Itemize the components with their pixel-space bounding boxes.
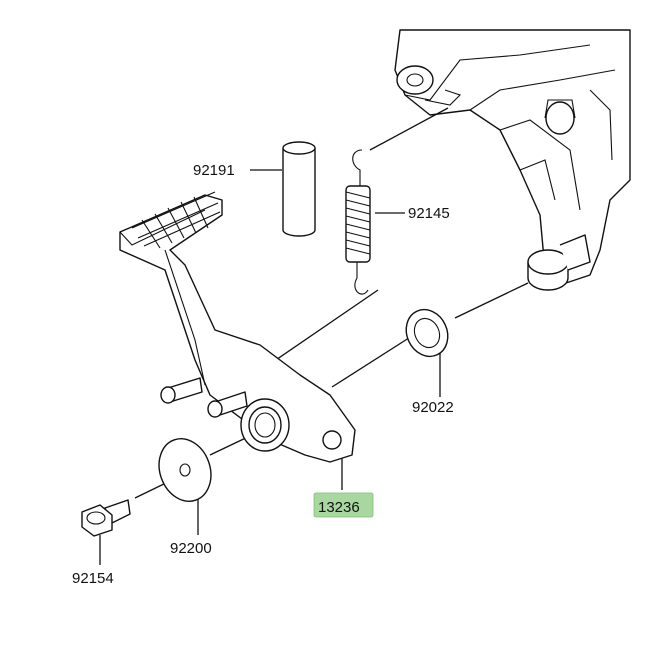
part-labels: 92191 92145 92022 13236 92200 92154 (72, 162, 454, 587)
label-13236[interactable]: 13236 (318, 499, 360, 516)
collar-92191 (282, 141, 316, 237)
label-92145: 92145 (408, 205, 450, 222)
washer-92200 (158, 438, 212, 502)
brake-pedal (119, 191, 356, 463)
highlight-box-13236 (313, 492, 374, 518)
label-92154: 92154 (72, 570, 114, 587)
frame-bracket (394, 29, 631, 291)
label-92200: 92200 (170, 540, 212, 557)
bolt-92154 (81, 499, 131, 537)
washer-92022 (405, 308, 449, 358)
label-92191: 92191 (193, 162, 235, 179)
label-92022: 92022 (412, 399, 454, 416)
spring-92145 (345, 149, 371, 295)
